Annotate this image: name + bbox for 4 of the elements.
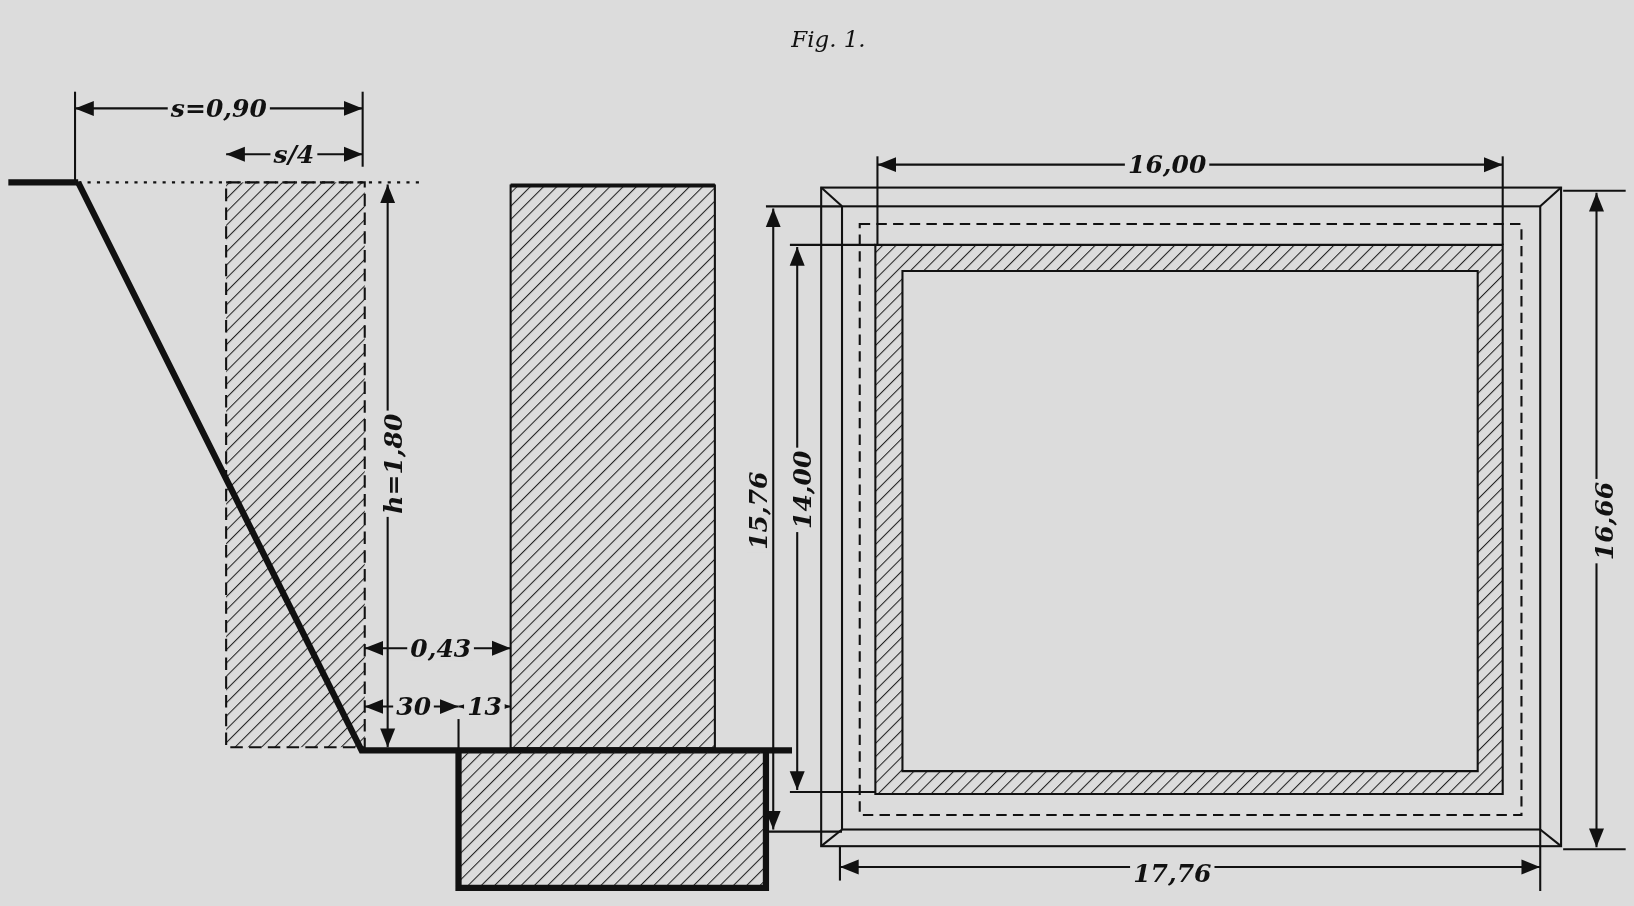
dimension-label: 16,00 — [1124, 152, 1210, 178]
dimension-label: 16,66 — [1592, 478, 1618, 564]
dimension-label: h=1,80 — [381, 410, 407, 517]
figure-title: Fig. 1. — [791, 26, 866, 53]
